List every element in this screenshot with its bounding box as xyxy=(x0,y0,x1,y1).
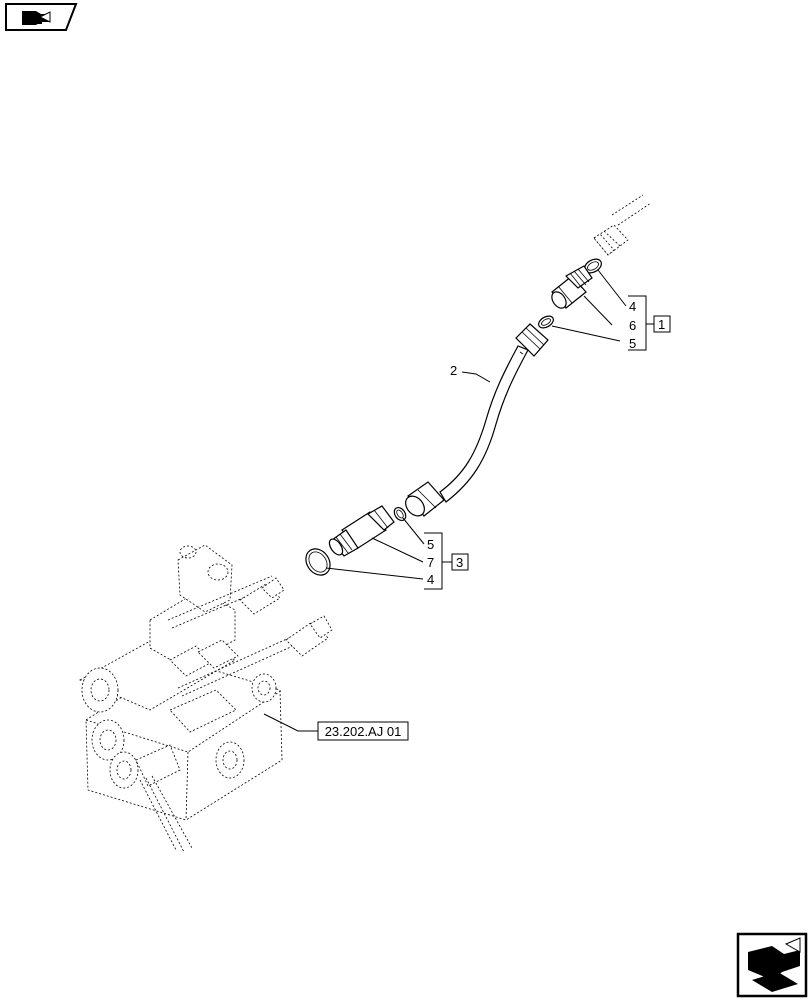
next-page-icon[interactable] xyxy=(736,932,808,998)
lower-oring-small xyxy=(393,506,407,522)
callout-upper-oring-top: 4 xyxy=(629,299,636,314)
lower-oring-large xyxy=(305,548,331,576)
callout-upper-group: 1 xyxy=(658,317,665,332)
callout-lower-group: 3 xyxy=(456,555,463,570)
lower-fitting xyxy=(328,505,395,557)
callout-labels: 2 4 6 5 1 5 7 4 3 xyxy=(427,299,665,587)
upper-group-bracket xyxy=(628,295,671,351)
reference-box[interactable]: 23.202.AJ 01 xyxy=(317,721,409,741)
tube xyxy=(405,323,549,517)
upper-fitting xyxy=(551,265,593,309)
upper-dashed-pipe xyxy=(593,194,652,256)
valve-assembly xyxy=(79,544,333,853)
callout-lower-oring-large: 4 xyxy=(427,572,434,587)
callout-tube: 2 xyxy=(450,363,457,378)
leader-lines xyxy=(263,269,627,732)
upper-oring-top xyxy=(584,258,602,274)
valve-reference[interactable]: 23.202.AJ 01 xyxy=(325,724,402,739)
callout-upper-fitting: 6 xyxy=(629,318,636,333)
callout-upper-oring-bottom: 5 xyxy=(629,336,636,351)
callout-lower-oring-small: 5 xyxy=(427,537,434,552)
callout-lower-fitting: 7 xyxy=(427,555,434,570)
upper-oring-bottom xyxy=(538,315,554,329)
lower-group-bracket xyxy=(424,532,469,590)
previous-page-icon[interactable] xyxy=(5,3,78,31)
